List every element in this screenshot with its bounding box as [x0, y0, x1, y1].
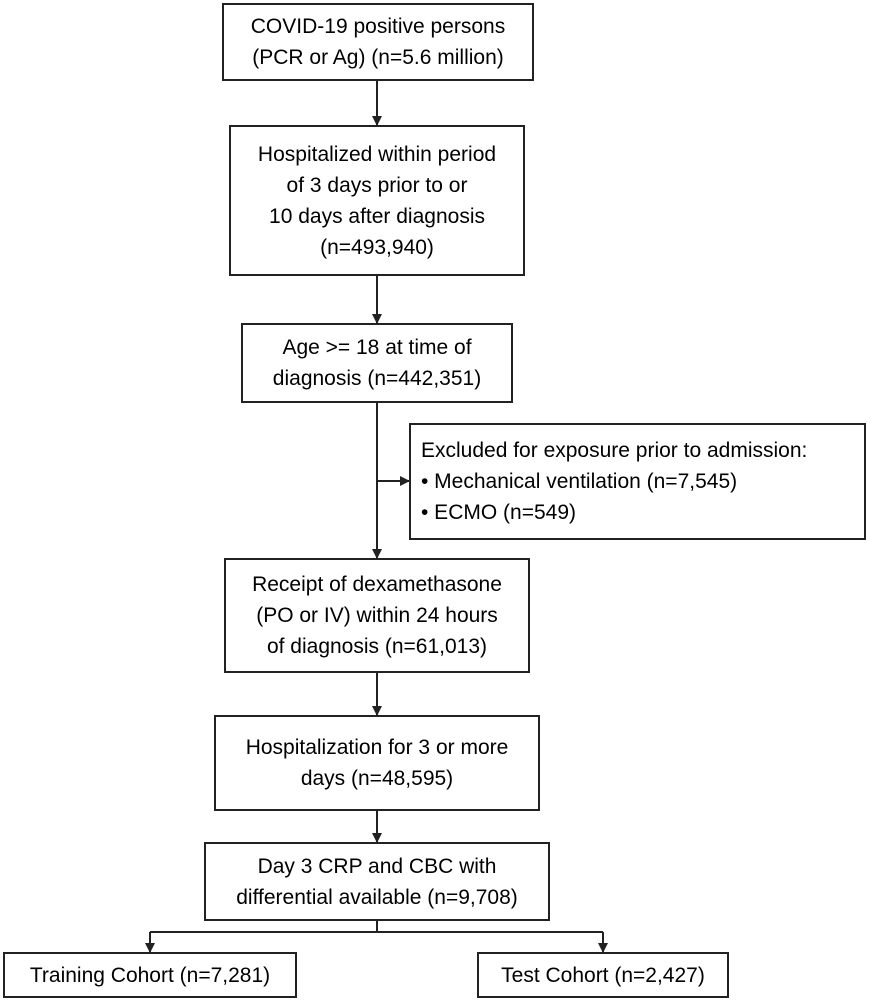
- box-text: Excluded for exposure prior to admission…: [421, 439, 808, 462]
- box-text: Test Cohort (n=2,427): [501, 963, 705, 987]
- box-hospitalization-3-days: Hospitalization for 3 or more days (n=48…: [214, 715, 540, 811]
- box-test-cohort: Test Cohort (n=2,427): [477, 952, 729, 998]
- box-text: (PCR or Ag) (n=5.6 million): [252, 46, 504, 69]
- box-crp-cbc: Day 3 CRP and CBC with differential avai…: [204, 842, 550, 921]
- box-text: Hospitalized within period: [257, 142, 497, 166]
- box-excluded: Excluded for exposure prior to admission…: [409, 423, 866, 540]
- box-hospitalized: Hospitalized within period of 3 days pri…: [229, 125, 525, 276]
- box-text: differential available (n=9,708): [236, 885, 518, 909]
- box-text: COVID-19 positive persons: [250, 15, 506, 38]
- box-text: diagnosis (n=442,351): [272, 367, 482, 390]
- box-text: • Mechanical ventilation (n=7,545): [421, 470, 738, 493]
- box-covid-positive: COVID-19 positive persons (PCR or Ag) (n…: [222, 3, 534, 81]
- box-text: (PO or IV) within 24 hours: [256, 604, 498, 627]
- box-text: days (n=48,595): [300, 767, 454, 790]
- box-text: (n=493,940): [320, 235, 434, 259]
- box-text: of 3 days prior to or: [286, 173, 468, 197]
- box-age: Age >= 18 at time of diagnosis (n=442,35…: [241, 323, 513, 403]
- box-text: Receipt of dexamethasone: [252, 573, 502, 596]
- box-training-cohort: Training Cohort (n=7,281): [3, 952, 297, 998]
- box-text: Day 3 CRP and CBC with: [257, 854, 497, 878]
- box-text: 10 days after diagnosis: [269, 204, 485, 228]
- box-text: of diagnosis (n=61,013): [266, 635, 488, 658]
- box-dexamethasone: Receipt of dexamethasone (PO or IV) with…: [224, 558, 530, 673]
- box-text: • ECMO (n=549): [421, 501, 576, 524]
- box-text: Training Cohort (n=7,281): [29, 963, 271, 987]
- box-text: Hospitalization for 3 or more: [245, 736, 509, 759]
- box-text: Age >= 18 at time of: [282, 336, 472, 359]
